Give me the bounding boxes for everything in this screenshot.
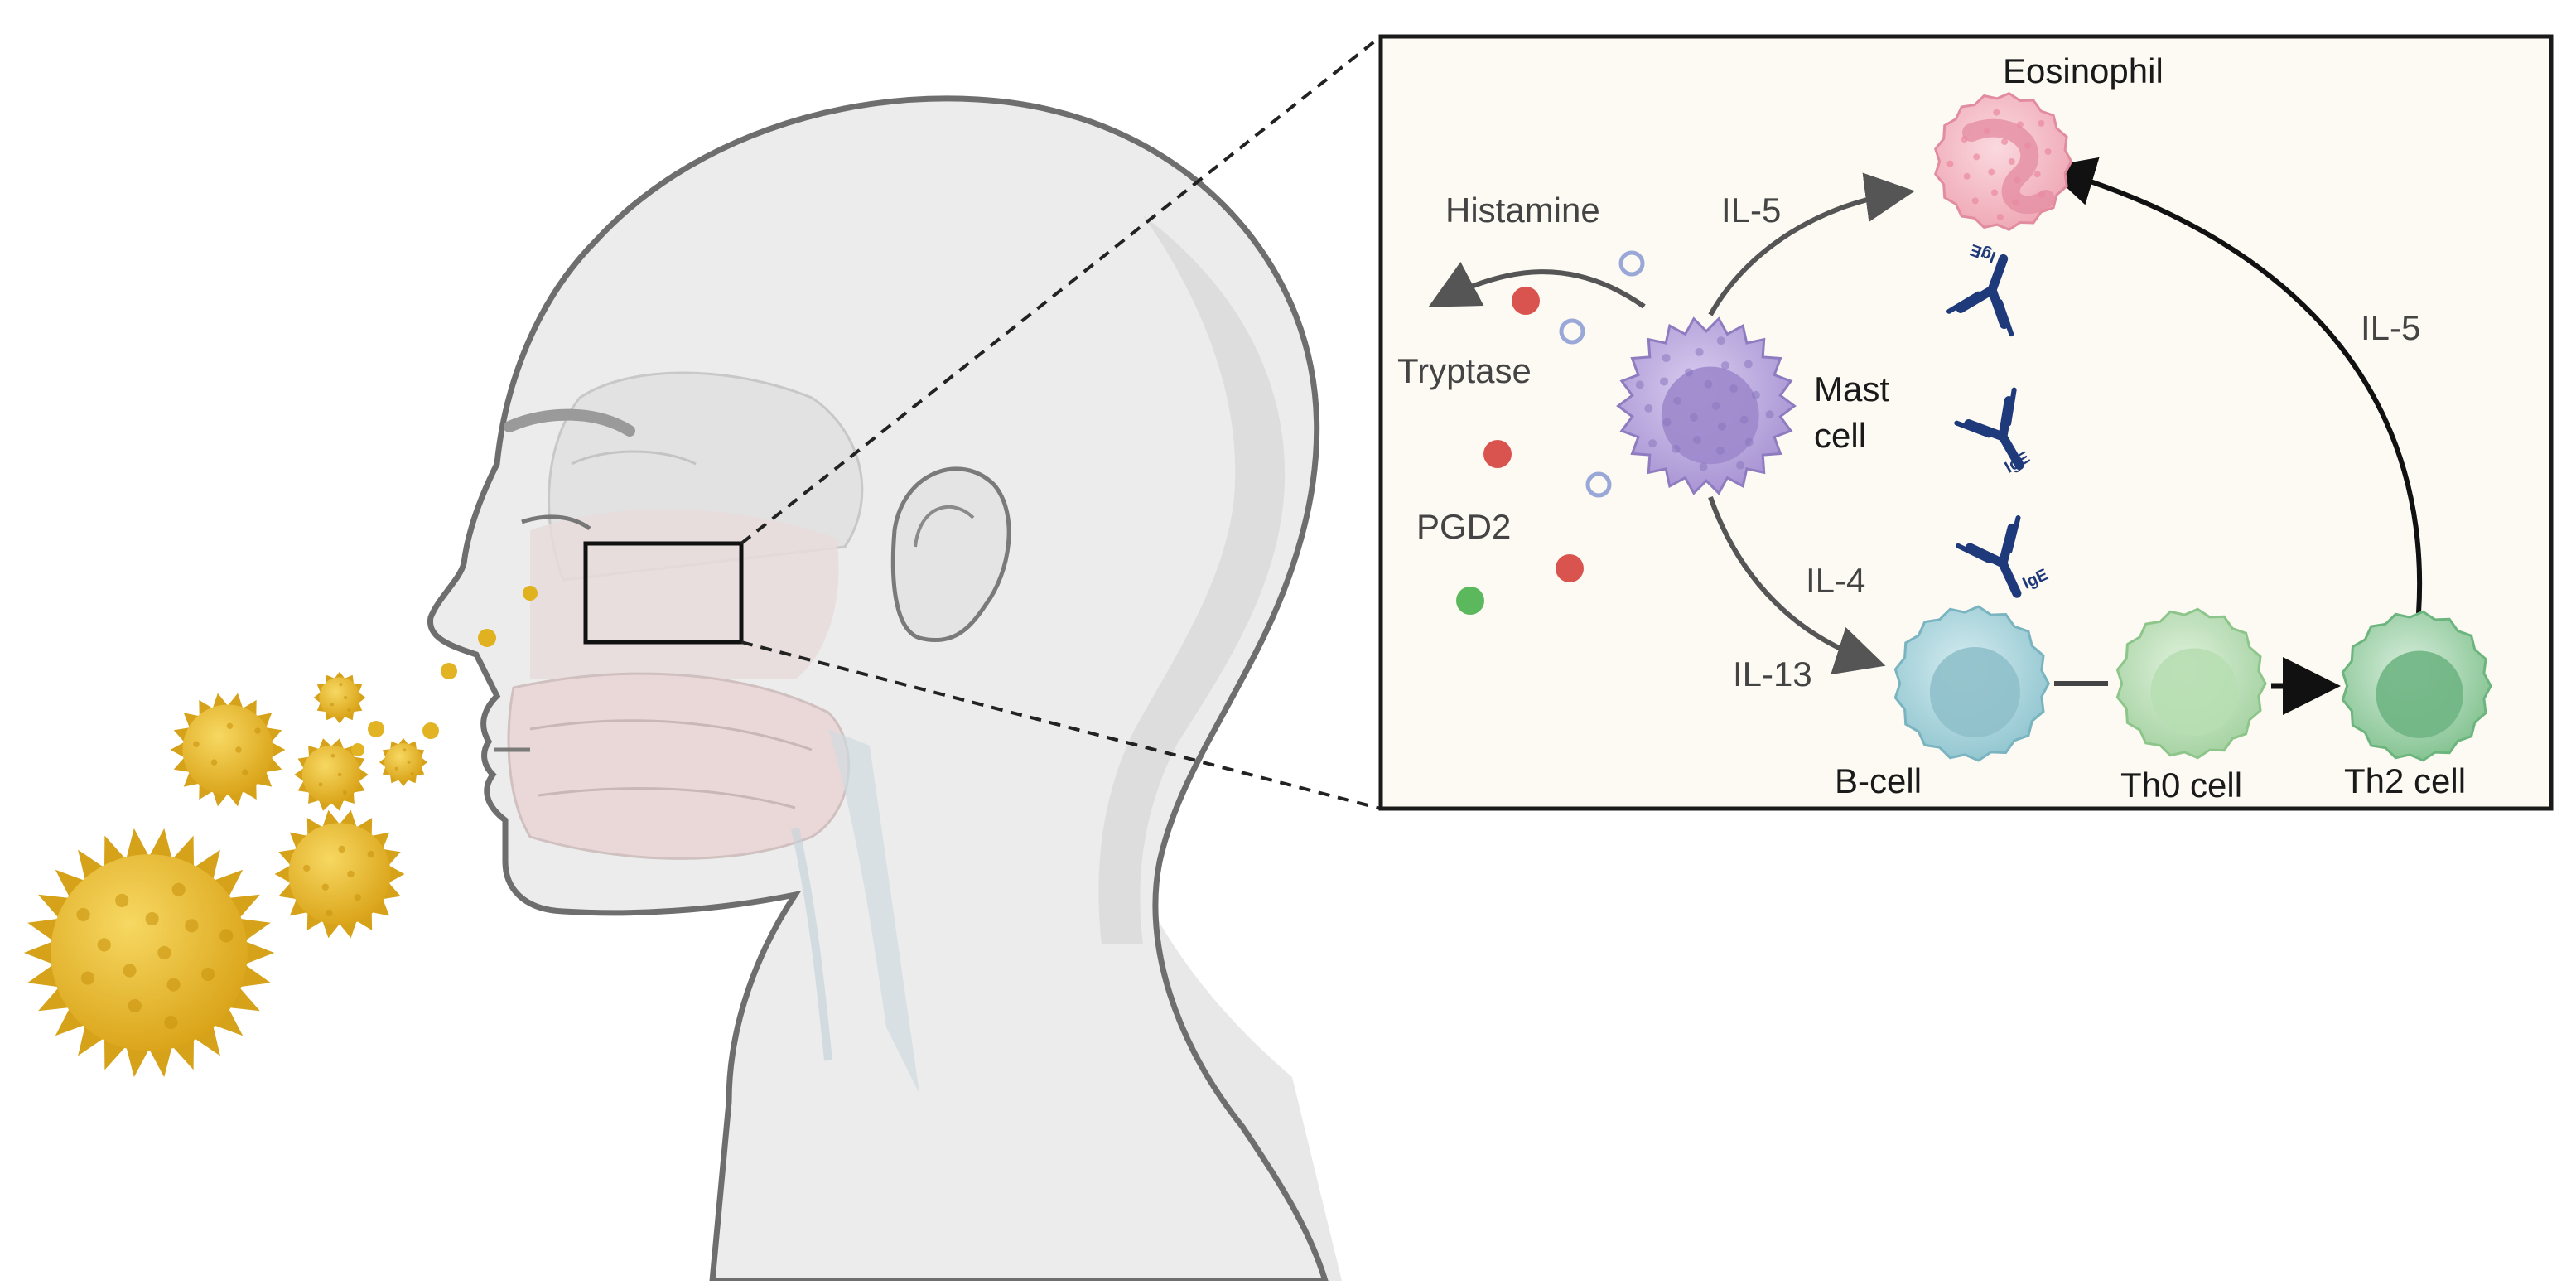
pgd2-granule: [1456, 587, 1484, 615]
pollen-particle: [422, 722, 439, 739]
tryptase-granule: [1483, 440, 1512, 468]
mast-cell-label-line1: Mast: [1814, 370, 1889, 408]
pollen-particle: [368, 721, 384, 737]
tryptase-granule: [1512, 287, 1540, 315]
th2-cell-label: Th2 cell: [2344, 761, 2466, 800]
pollen-particle: [351, 743, 364, 756]
pollen-grain: [23, 828, 275, 1078]
inset-panel: IgE IgE IgE Eosinophil Histamine Tryptas…: [1378, 34, 2554, 811]
eosinophil-cell: [1934, 92, 2073, 231]
il13-label: IL-13: [1733, 655, 1812, 693]
il5-label-left: IL-5: [1721, 191, 1781, 229]
pollen-particle: [441, 663, 457, 679]
th0-cell-label: Th0 cell: [2120, 766, 2242, 804]
il4-arrow-mast-to-bcell: [1708, 496, 1886, 675]
histamine-label: Histamine: [1445, 191, 1600, 229]
bcell: [1893, 605, 2051, 762]
il5-arrow-th2-to-eosinophil: [2044, 157, 2423, 614]
histamine-granule: [1559, 318, 1585, 345]
pollen-grain: [313, 671, 366, 724]
th2-cell: [2341, 610, 2492, 762]
pollen-grain: [170, 693, 286, 807]
tryptase-granule: [1556, 554, 1584, 582]
pgd2-label: PGD2: [1416, 507, 1511, 546]
eosinophil-label: Eosinophil: [2003, 51, 2164, 90]
histamine-granule: [1585, 471, 1612, 498]
th0-cell: [2115, 607, 2267, 760]
tryptase-label: Tryptase: [1397, 351, 1532, 390]
head-illustration: [427, 95, 1342, 1284]
mast-cell: [1616, 316, 1797, 495]
pollen-grains: [23, 663, 457, 1078]
ear: [890, 466, 1011, 643]
pollen-grain: [294, 738, 369, 811]
histamine-granule: [1618, 250, 1645, 277]
mast-cell-label-line2: cell: [1814, 416, 1866, 455]
il5-arrow-mast-to-eosinophil: [1708, 172, 1915, 316]
pollen-grain: [274, 809, 405, 939]
mediator-particles: [1456, 250, 1645, 615]
zoom-lines: [740, 35, 1382, 810]
bcell-label: B-cell: [1835, 761, 1922, 800]
mediator-release-arrow: [1428, 262, 1646, 309]
zoom-region-box: [583, 541, 744, 645]
il4-label: IL-4: [1806, 561, 1865, 600]
ige-antibody: IgE: [1946, 240, 2014, 337]
il5-label-right: IL-5: [2361, 308, 2420, 347]
pollen-grain: [379, 737, 428, 787]
